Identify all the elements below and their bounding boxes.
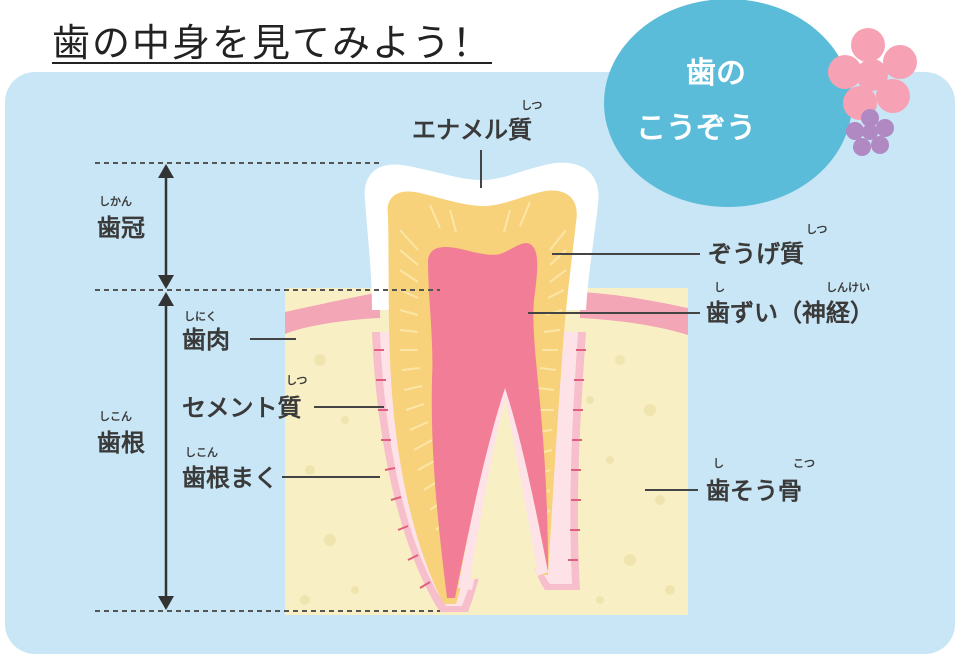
badge-circle: [604, 0, 852, 207]
bone-ruby-shi: し: [713, 457, 724, 470]
root-arrowhead-bottom: [158, 596, 174, 610]
dentin-label: ぞうげ質: [708, 240, 804, 268]
gum-label: 歯肉: [182, 326, 230, 354]
pdl-label: 歯根まく: [182, 464, 278, 492]
pulp-label: 歯ずい（神経）: [706, 299, 874, 327]
page-title: 歯の中身を見てみよう！: [52, 21, 493, 65]
enamel-ruby: しつ: [521, 99, 542, 112]
badge-decoration: 歯の こうぞう: [604, 0, 917, 207]
labels: しつ エナメル質 しつ ぞうげ質 し しんけい 歯ずい（神経） しかん 歯冠 し…: [97, 99, 874, 505]
cementum-ruby: しつ: [286, 374, 307, 387]
flower-pink-icon: [828, 28, 917, 120]
root-arrowhead-top: [158, 292, 174, 306]
badge-line1: 歯の: [686, 56, 746, 91]
arrowheads: [158, 164, 174, 610]
crown-arrowhead-top: [158, 164, 174, 178]
crown-ruby: しかん: [99, 195, 132, 208]
ligament-fibers: [374, 349, 586, 589]
pdl-ruby: しこん: [185, 446, 218, 459]
root-ruby: しこん: [99, 410, 132, 423]
leader-lines: [250, 150, 700, 491]
flower-purple-icon: [846, 109, 894, 156]
crown-label: 歯冠: [97, 214, 145, 242]
reference-lines: [95, 162, 440, 612]
inter-root-bone: [470, 400, 537, 580]
crown-arrowhead-bottom: [158, 275, 174, 289]
bone-ruby-kotsu: こつ: [793, 457, 815, 470]
cementum-label: セメント質: [182, 394, 302, 422]
badge-line2: こうぞう: [636, 111, 756, 146]
gum-ruby: しにく: [184, 310, 217, 323]
pulp: [428, 243, 548, 598]
pulp-ruby-shi: し: [714, 281, 725, 294]
bone-label: 歯そう骨: [706, 477, 802, 505]
gum-left: [285, 292, 380, 334]
pulp-ruby-shinkei: しんけい: [826, 281, 870, 294]
dentin-ruby: しつ: [806, 223, 827, 236]
root-label: 歯根: [97, 429, 145, 457]
enamel-label: エナメル質: [412, 116, 532, 144]
